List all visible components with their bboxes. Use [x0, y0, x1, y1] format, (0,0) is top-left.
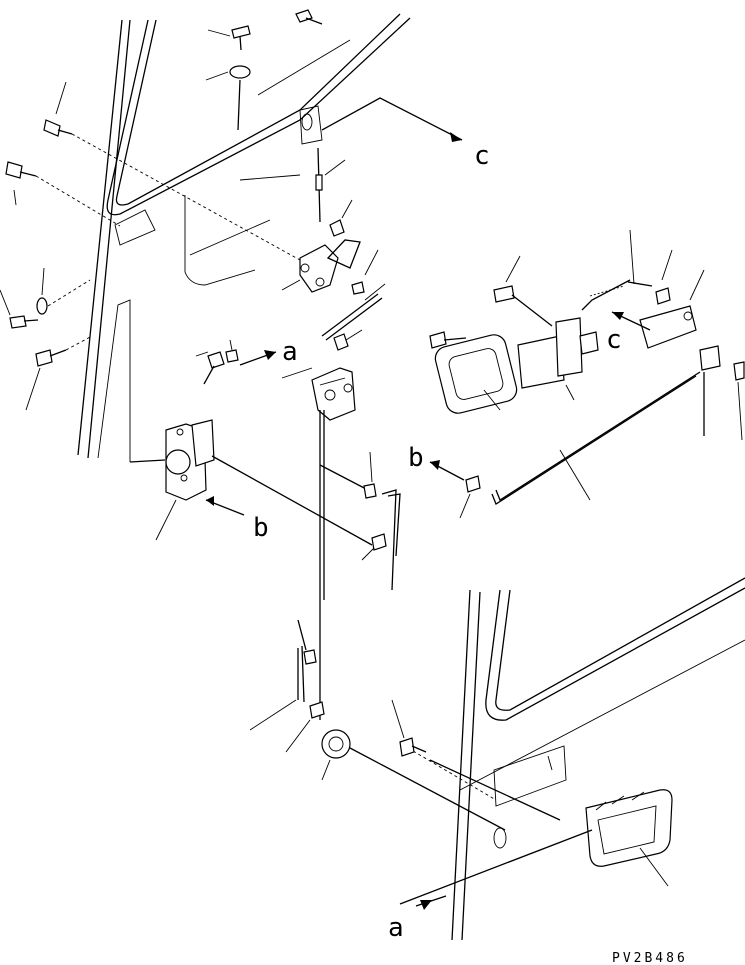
clip-set-center — [361, 451, 401, 591]
callout-a-upper: a — [282, 337, 298, 367]
washer-screw-set-left — [0, 267, 93, 411]
callout-a-lower: a — [388, 913, 404, 943]
bolt-lower — [391, 699, 427, 757]
arrow-c-top — [321, 97, 463, 142]
outer-handle — [399, 759, 673, 905]
long-rod-right — [459, 371, 701, 519]
arrow-a-lower — [415, 895, 447, 910]
lower-rod-and-cylinder — [249, 619, 506, 831]
lock-assembly-left — [129, 339, 373, 546]
link-rod-upper — [321, 283, 386, 351]
arrow-c-right — [611, 311, 651, 331]
latch-bracket-upper — [281, 147, 379, 295]
drawing-code-label: PV2B486 — [612, 951, 688, 965]
callout-c-right: c — [606, 325, 622, 355]
arrow-b-left — [205, 496, 245, 516]
arrow-b-right — [429, 460, 465, 481]
lower-door-frame — [407, 577, 745, 941]
callout-c-top: c — [474, 141, 490, 171]
inner-handle-assembly-right — [429, 229, 745, 441]
callout-b-left: b — [253, 513, 269, 543]
bolt-set-upper-left — [5, 9, 323, 261]
callout-b-right: b — [408, 443, 424, 473]
latch-body-center — [281, 367, 369, 720]
arrow-a-upper — [239, 350, 277, 366]
upper-door-frame — [77, 13, 411, 462]
